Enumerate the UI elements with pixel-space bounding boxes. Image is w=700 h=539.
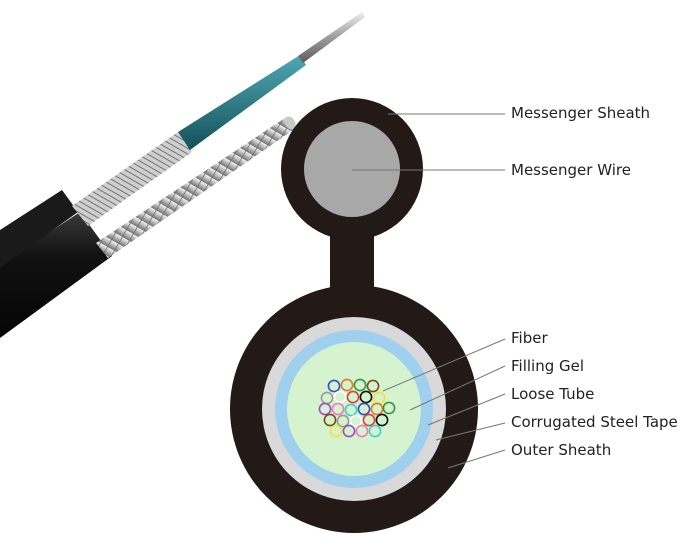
fiber-20 <box>375 413 389 427</box>
label-fiber: Fiber <box>511 329 548 347</box>
fiber-23 <box>355 424 369 438</box>
fiber-13 <box>357 402 371 416</box>
fiber-8 <box>359 390 373 404</box>
fiber-6 <box>333 390 347 404</box>
fiber-12 <box>344 403 358 417</box>
cable-outer-jacket <box>0 212 112 338</box>
label-outer-sheath: Outer Sheath <box>511 441 612 459</box>
leader-outer-sheath <box>447 449 506 469</box>
fiber-17 <box>336 414 350 428</box>
fiber-10 <box>318 402 332 416</box>
label-corrugated-steel-tape: Corrugated Steel Tape <box>511 413 678 431</box>
leader-lines <box>352 113 506 469</box>
cable-corrugated-tape <box>72 132 192 226</box>
cable-messenger-jacket <box>0 190 78 268</box>
cable-photo <box>0 12 365 338</box>
cable-core <box>298 12 365 63</box>
leader-corrugated-tape <box>435 422 506 441</box>
cable-stranded-messenger <box>96 118 296 258</box>
fiber-1 <box>327 379 341 393</box>
messenger-wire <box>304 121 400 217</box>
fiber-19 <box>362 413 376 427</box>
fiber-21 <box>329 424 343 438</box>
leader-loose-tube <box>427 393 506 426</box>
label-messenger-sheath: Messenger Sheath <box>511 104 651 122</box>
fiber-2 <box>340 378 354 392</box>
fiber-16 <box>323 413 337 427</box>
leader-fiber <box>382 338 506 392</box>
fiber-3 <box>353 378 367 392</box>
fiber-18 <box>349 414 363 428</box>
fiber-14 <box>370 402 384 416</box>
fiber-24 <box>368 424 382 438</box>
fiber-bundle <box>318 378 396 438</box>
cross-section <box>230 98 478 533</box>
label-messenger-wire: Messenger Wire <box>511 161 631 179</box>
leader-filling-gel <box>409 365 506 411</box>
cable-messenger-end <box>284 116 296 130</box>
cable-teal-jacket <box>178 55 306 150</box>
fiber-4 <box>366 379 380 393</box>
label-filling-gel: Filling Gel <box>511 357 585 375</box>
fiber-15 <box>382 401 396 415</box>
fiber-11 <box>331 402 345 416</box>
fiber-22 <box>342 424 356 438</box>
label-loose-tube: Loose Tube <box>511 385 595 403</box>
fiber-7 <box>346 390 360 404</box>
filling-gel <box>287 342 421 476</box>
